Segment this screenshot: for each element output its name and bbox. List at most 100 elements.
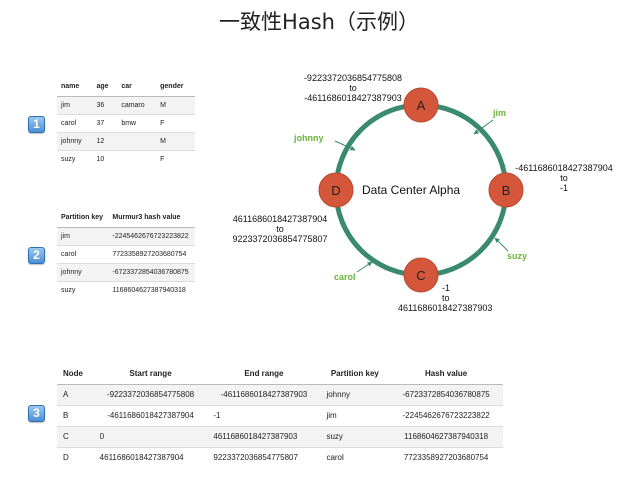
range-label-a: -9223372036854775808 to -461168601842738…: [298, 73, 408, 103]
range-end: 9223372036854775807: [232, 234, 328, 244]
table-cell: -9223372036854775808: [93, 383, 208, 405]
range-end: -1: [559, 183, 568, 193]
column-header: End range: [207, 363, 321, 385]
table-cell: -4611686018427387903: [207, 383, 321, 405]
node-label: B: [502, 183, 511, 198]
range-start: 4611686018427387904: [232, 214, 328, 224]
table-cell: 4611686018427387903: [207, 425, 321, 447]
table-cell: 12: [92, 131, 118, 150]
hash-table-container: Partition key Murmur3 hash value jim -22…: [57, 209, 195, 301]
table-cell: johnny: [57, 262, 109, 281]
table-cell: -6723372854036780875: [108, 262, 195, 281]
table-row: jim -2245462676723223822: [57, 226, 195, 245]
range-label-d: 4611686018427387904 to 92233720368547758…: [230, 214, 330, 244]
table-cell: 7723358927203680754: [389, 446, 503, 468]
table-cell: F: [156, 113, 195, 132]
range-end: -4611686018427387903: [304, 93, 402, 103]
range-end: 4611686018427387903: [398, 303, 493, 313]
table-cell: -4611686018427387904: [93, 404, 208, 426]
range-to: to: [349, 83, 357, 93]
hash-table: Partition key Murmur3 hash value jim -22…: [57, 209, 195, 299]
table-cell: F: [156, 149, 195, 168]
table-cell: carol: [57, 113, 93, 132]
table-cell: 37: [92, 113, 118, 132]
range-label-b: -4611686018427387904 to -1: [512, 163, 616, 193]
table-cell: jim: [57, 95, 93, 114]
table-cell: johnny: [320, 383, 390, 405]
table-row: johnny -6723372854036780875: [57, 262, 195, 281]
node-label: C: [416, 268, 425, 283]
range-to: to: [442, 293, 450, 303]
ring-node-d: D: [318, 172, 354, 208]
column-header: Start range: [93, 363, 208, 385]
step-badge-3: 3: [28, 405, 45, 422]
table-row: suzy 1168604627387940318: [57, 280, 195, 299]
page-title: 一致性Hash（示例）: [219, 10, 419, 34]
key-label-jim: jim: [493, 108, 507, 118]
table-cell: suzy: [57, 280, 109, 299]
column-header: Partition key: [320, 363, 390, 385]
node-range-table: Node Start range End range Partition key…: [57, 363, 503, 468]
key-label-suzy: suzy: [507, 251, 528, 261]
key-arrow-carol: [356, 261, 373, 273]
table-row: suzy 10 F: [57, 149, 195, 168]
key-label-carol: carol: [334, 272, 356, 282]
data-center-label: Data Center Alpha: [362, 183, 461, 197]
node-label: A: [417, 98, 426, 113]
table-row: johnny 12 M: [57, 131, 195, 150]
step-badge-2: 2: [28, 247, 45, 264]
table-cell: johnny: [57, 131, 93, 150]
table-cell: carol: [320, 446, 390, 468]
ring-node-b: B: [488, 172, 524, 208]
table-cell: jim: [320, 404, 390, 426]
table-cell: D: [57, 446, 94, 468]
range-start: -4611686018427387904: [515, 163, 613, 173]
table-cell: -2245462676723223822: [389, 404, 503, 426]
key-arrow-johnny: [334, 140, 356, 151]
table-cell: 10: [92, 149, 118, 168]
table-cell: suzy: [57, 149, 93, 168]
table-row: B -4611686018427387904 -1 jim -224546267…: [57, 404, 503, 426]
table-cell: C: [57, 425, 94, 447]
table-cell: carol: [57, 244, 109, 263]
table-cell: 4611686018427387904: [93, 446, 208, 468]
table-cell: camaro: [117, 95, 157, 114]
table-row: C 0 4611686018427387903 suzy 11686046273…: [57, 425, 503, 447]
range-label-c-end: 4611686018427387903: [398, 303, 492, 313]
key-arrow-jim: [473, 119, 494, 135]
table-row: D 4611686018427387904 922337203685477580…: [57, 446, 503, 468]
table-cell: [117, 131, 157, 150]
range-start: -9223372036854775808: [303, 73, 403, 83]
ring-node-c: C: [403, 257, 439, 293]
user-table-container: name age car gender jim 36 camaro M caro…: [57, 78, 195, 170]
ring-node-a: A: [403, 87, 439, 123]
table-cell: suzy: [320, 425, 390, 447]
node-label: D: [331, 183, 340, 198]
table-cell: -1: [207, 404, 321, 426]
range-start: -1: [442, 283, 451, 293]
range-to: to: [276, 224, 284, 234]
table-cell: [117, 149, 157, 168]
table-row: jim 36 camaro M: [57, 95, 195, 114]
table-cell: B: [57, 404, 94, 426]
table-cell: 0: [93, 425, 208, 447]
table-cell: bmw: [117, 113, 157, 132]
table-row: carol 7723358927203680754: [57, 244, 195, 263]
range-label-c: -1 to: [442, 283, 450, 303]
table-cell: M: [156, 95, 195, 114]
table-row: A -9223372036854775808 -4611686018427387…: [57, 383, 503, 405]
table-cell: M: [156, 131, 195, 150]
key-arrow-suzy: [494, 237, 509, 252]
table-cell: 36: [92, 95, 118, 114]
table-cell: 1168604627387940318: [389, 425, 503, 447]
user-table: name age car gender jim 36 camaro M caro…: [57, 78, 195, 168]
range-to: to: [560, 173, 568, 183]
table-cell: 1168604627387940318: [108, 280, 195, 299]
table-cell: -2245462676723223822: [108, 226, 195, 245]
column-header: Hash value: [389, 363, 503, 385]
table-cell: jim: [57, 226, 109, 245]
column-header: Node: [57, 363, 94, 385]
table-cell: A: [57, 383, 94, 405]
table-cell: 9223372036854775807: [207, 446, 321, 468]
